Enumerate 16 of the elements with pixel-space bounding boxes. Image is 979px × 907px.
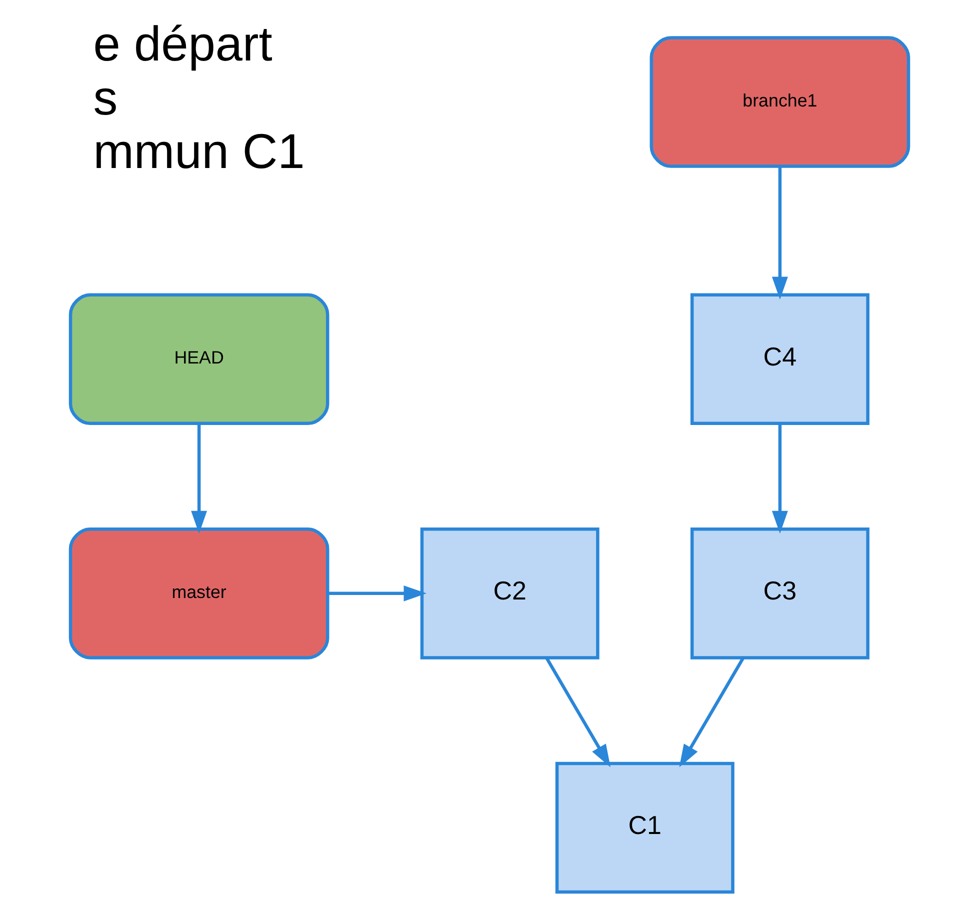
- arrow: [679, 657, 744, 768]
- label: mmun C1: [93, 124, 305, 179]
- node-box: C2: [420, 528, 600, 660]
- arrow: [772, 424, 788, 534]
- node-box: C3: [690, 528, 870, 660]
- arrow: [191, 424, 208, 534]
- arrow: [328, 585, 427, 602]
- node-box: branche1: [650, 36, 910, 168]
- arrow: [545, 657, 611, 768]
- arrow: [772, 166, 788, 300]
- node-box: C1: [555, 762, 734, 894]
- node-box: master: [68, 528, 330, 660]
- label: s: [93, 71, 118, 126]
- label: e départ: [93, 18, 272, 72]
- node-box: HEAD: [68, 293, 330, 426]
- node-box: C4: [690, 293, 870, 426]
